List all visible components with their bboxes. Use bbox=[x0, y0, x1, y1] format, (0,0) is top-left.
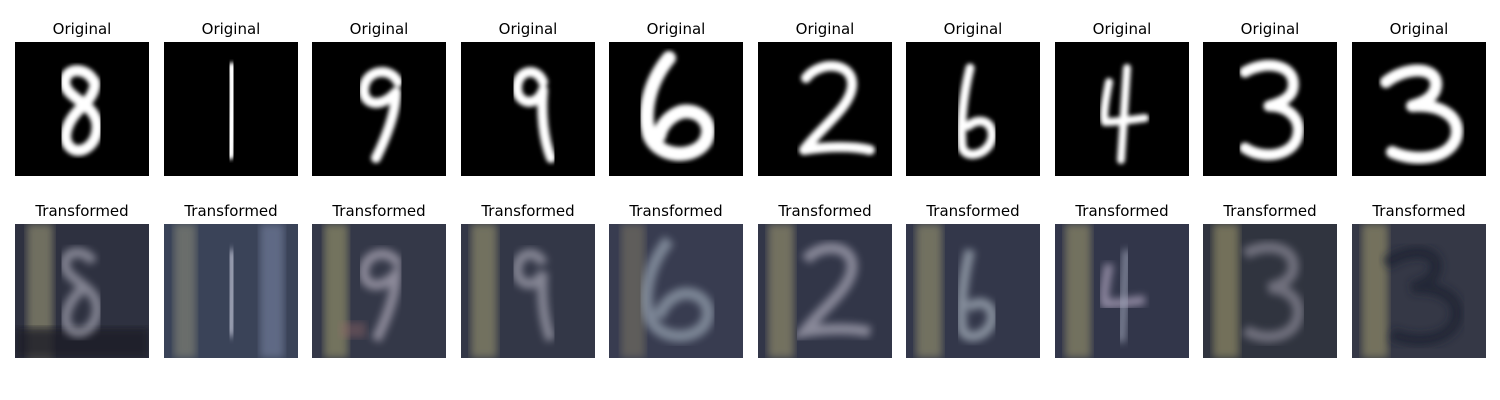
panel-title: Original bbox=[1092, 20, 1152, 38]
transformed-digit-image bbox=[15, 224, 149, 358]
panel-title: Original bbox=[201, 20, 261, 38]
panel-title: Transformed bbox=[1075, 202, 1169, 220]
original-digit-image bbox=[906, 42, 1040, 176]
panel-title: Original bbox=[498, 20, 558, 38]
panel-title: Original bbox=[646, 20, 706, 38]
transformed-digit-image bbox=[1352, 224, 1486, 358]
transformed-digit-image bbox=[1203, 224, 1337, 358]
panel-title: Original bbox=[349, 20, 409, 38]
original-digit-image bbox=[312, 42, 446, 176]
original-digit-image bbox=[1203, 42, 1337, 176]
panel-title: Transformed bbox=[778, 202, 872, 220]
panel-title: Transformed bbox=[332, 202, 426, 220]
transformed-digit-image bbox=[1055, 224, 1189, 358]
panel-title: Transformed bbox=[184, 202, 278, 220]
panel-title: Transformed bbox=[1372, 202, 1466, 220]
transformed-digit-image bbox=[609, 224, 743, 358]
original-digit-image bbox=[609, 42, 743, 176]
panel-title: Original bbox=[943, 20, 1003, 38]
panel-title: Original bbox=[1389, 20, 1449, 38]
original-digit-image bbox=[1352, 42, 1486, 176]
original-digit-image bbox=[1055, 42, 1189, 176]
transformed-digit-image bbox=[461, 224, 595, 358]
transformed-digit-image bbox=[164, 224, 298, 358]
transformed-digit-image bbox=[312, 224, 446, 358]
original-digit-image bbox=[15, 42, 149, 176]
panel-title: Transformed bbox=[629, 202, 723, 220]
transformed-digit-image bbox=[906, 224, 1040, 358]
original-digit-image bbox=[461, 42, 595, 176]
panel-title: Original bbox=[1240, 20, 1300, 38]
panel-title: Transformed bbox=[35, 202, 129, 220]
panel-title: Original bbox=[795, 20, 855, 38]
panel-title: Original bbox=[52, 20, 112, 38]
transformed-digit-image bbox=[758, 224, 892, 358]
original-digit-image bbox=[758, 42, 892, 176]
original-digit-image bbox=[164, 42, 298, 176]
panel-title: Transformed bbox=[926, 202, 1020, 220]
panel-title: Transformed bbox=[481, 202, 575, 220]
panel-title: Transformed bbox=[1223, 202, 1317, 220]
